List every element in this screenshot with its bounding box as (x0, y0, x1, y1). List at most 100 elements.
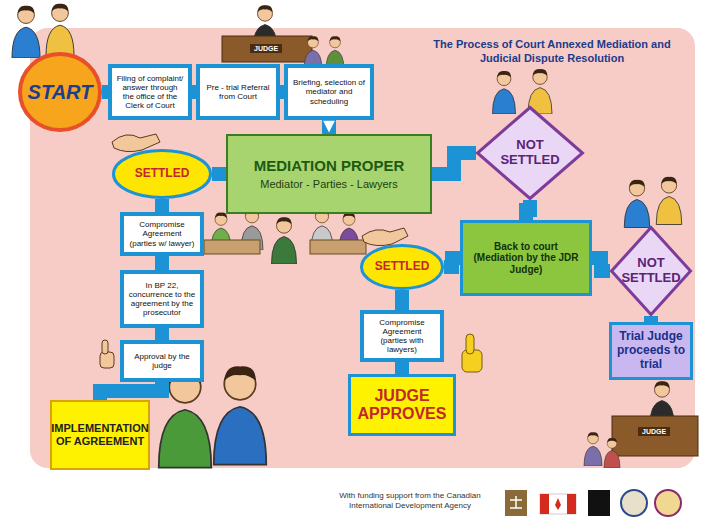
node-text: Pre - trial Referral from Court (204, 83, 272, 101)
nameplate-label: JUDGE (638, 427, 670, 436)
path-band (155, 256, 169, 270)
decision-diamond-shape (478, 108, 583, 199)
mediator-figure (272, 217, 297, 264)
maple-leaf (555, 498, 561, 510)
node-text: JUDGE APPROVES (357, 387, 447, 424)
node-text: Approval by the judge (128, 352, 196, 370)
text-holder: SETTLED (375, 260, 430, 274)
step-box: Filing of complaint/ answer through the … (108, 64, 192, 120)
person (214, 366, 267, 464)
thumb (102, 340, 108, 354)
text-holder: SETTLED (135, 167, 190, 181)
path-band (592, 258, 610, 271)
mediation-box: MEDIATION PROPER Mediator - Parties - Law… (226, 134, 432, 214)
path-band (155, 199, 169, 212)
logo (588, 490, 610, 516)
person (493, 71, 516, 114)
handshake (362, 228, 408, 246)
text-holder: Compromise Agreement (parties with lawye… (368, 318, 436, 355)
node-text: START (28, 81, 93, 104)
node-text: NOT SETTLED (496, 138, 564, 168)
node-text: MEDIATION PROPER (254, 157, 405, 174)
text-holder: Pre - trial Referral from Court (204, 83, 272, 101)
table (310, 240, 366, 254)
text-holder: Compromise Agreement (parties w/ lawyer) (128, 220, 196, 248)
decision-diamond-shape (612, 228, 691, 315)
person (584, 432, 602, 466)
canada-flag (540, 494, 576, 514)
person (624, 180, 650, 228)
settled-oval-shape (114, 151, 211, 198)
person (656, 177, 682, 225)
text-holder: In BP 22, concurrence to the agreement b… (128, 281, 196, 318)
node-text: IMPLEMENTATION OF AGREEMENT (51, 422, 148, 447)
path-band (322, 120, 336, 134)
node-text: In BP 22, concurrence to the agreement b… (128, 281, 196, 318)
path-band (526, 200, 530, 220)
step-box: Pre - trial Referral from Court (196, 64, 280, 120)
node-text: NOT SETTLED (621, 256, 680, 286)
path-band (432, 153, 476, 174)
settled-oval-shape (362, 246, 443, 289)
node-text: Briefing, selection of mediator and sche… (292, 78, 366, 106)
text-holder: Approval by the judge (128, 352, 196, 370)
text-holder: NOT SETTLED (496, 138, 564, 168)
node-text: Filing of complaint/ answer through the … (116, 74, 184, 111)
canada-flag-band (567, 494, 576, 514)
decision-diamond: NOT SETTLED (476, 106, 584, 200)
table (204, 240, 260, 254)
logo-scales (510, 496, 522, 508)
handshake (112, 134, 160, 152)
judge-desk (222, 36, 312, 62)
step-box: In BP 22, concurrence to the agreement b… (120, 270, 204, 328)
court-box: Back to court (Mediation by the JDR Judg… (460, 220, 592, 296)
text-holder: JUDGE APPROVES (357, 387, 447, 424)
node-text: Compromise Agreement (parties with lawye… (368, 318, 436, 355)
diagram-title: The Process of Court Annexed Mediation a… (412, 38, 692, 66)
seal (621, 490, 647, 516)
text-holder: Back to court (Mediation by the JDR Judg… (471, 241, 581, 276)
step-box: Briefing, selection of mediator and sche… (284, 64, 374, 120)
node-text: Mediator - Parties - Lawyers (254, 178, 405, 191)
funding-caption: With funding support from the Canadian I… (330, 491, 490, 512)
trial-box: Trial Judge proceeds to trial (609, 322, 693, 380)
result-box: JUDGE APPROVES (348, 374, 456, 436)
settled-oval: SETTLED (112, 149, 212, 199)
path-band (395, 290, 409, 310)
logo (505, 490, 527, 516)
nameplate-label: JUDGE (250, 44, 282, 53)
node-text: Compromise Agreement (parties w/ lawyer) (128, 220, 196, 248)
text-holder: NOT SETTLED (621, 256, 680, 286)
text-holder: Filing of complaint/ answer through the … (116, 74, 184, 111)
path-band (100, 382, 162, 400)
step-box: Compromise Agreement (parties with lawye… (360, 310, 444, 362)
path-band (155, 328, 169, 340)
node-text: Trial Judge proceeds to trial (616, 330, 686, 371)
step-box: Approval by the judge (120, 340, 204, 382)
person (46, 4, 74, 56)
path-band (395, 362, 409, 374)
text-holder: IMPLEMENTATION OF AGREEMENT (51, 422, 148, 447)
text-holder: MEDIATION PROPER Mediator - Parties - Law… (254, 157, 405, 191)
thumb (466, 334, 474, 354)
thumb-hand (100, 352, 114, 368)
result-box: IMPLEMENTATION OF AGREEMENT (50, 400, 150, 470)
text-holder: START (28, 81, 93, 104)
seal (655, 490, 681, 516)
settled-oval: SETTLED (360, 244, 444, 290)
path-band (212, 167, 226, 181)
text-holder: Trial Judge proceeds to trial (616, 330, 686, 371)
text-holder: Briefing, selection of mediator and sche… (292, 78, 366, 106)
node-text: SETTLED (375, 260, 430, 274)
start-circle: START (18, 52, 102, 132)
start-circle-shape (20, 54, 100, 130)
person (12, 6, 40, 58)
decision-diamond: NOT SETTLED (610, 226, 692, 316)
node-text: Back to court (Mediation by the JDR Judg… (471, 241, 581, 276)
path-band (444, 258, 460, 267)
canada-flag-band (540, 494, 549, 514)
step-box: Compromise Agreement (parties w/ lawyer) (120, 212, 204, 256)
person (604, 438, 620, 468)
judge-desk (612, 416, 698, 456)
